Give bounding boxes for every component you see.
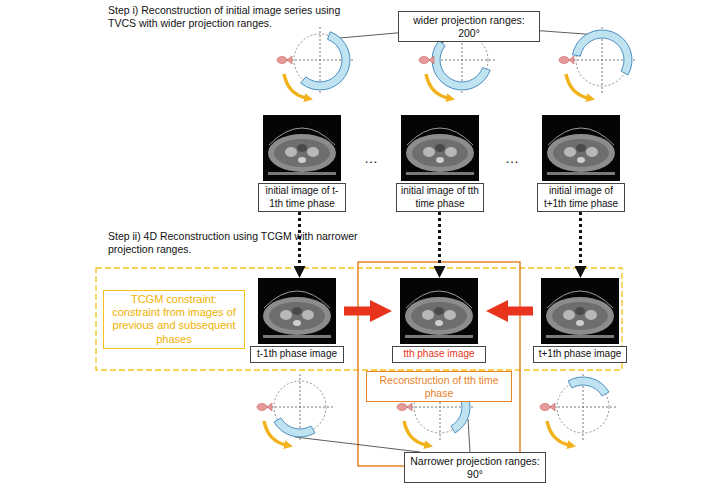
flow-arrow [438, 212, 441, 266]
rotation-arrow [284, 74, 306, 98]
image-caption-box: initial image of t-1th time phase [258, 183, 346, 212]
phase-label-box: Reconstruction of tth time phase [366, 371, 512, 402]
rotation-arrow [264, 421, 286, 445]
ellipsis: … [364, 150, 388, 168]
node-text: tth phase image [396, 348, 482, 361]
source-icon [569, 56, 574, 64]
node-text: initial image of tth time phase [400, 185, 480, 210]
ct-image [263, 115, 341, 181]
projection-arc [432, 41, 490, 90]
node-text: Reconstruction of tth time phase [371, 374, 507, 399]
phase-image: t+1th phase image [533, 278, 627, 363]
projection-arc [568, 377, 609, 396]
range-box: wider projection ranges: 200° [398, 11, 540, 42]
source-icon [257, 404, 267, 411]
rotation-arrow [566, 74, 588, 98]
ct-image [400, 278, 478, 344]
source-icon [429, 56, 434, 64]
source-icon [419, 57, 429, 64]
projection-arc [572, 30, 632, 75]
constraint-box: TCGM constraint: constraint from images … [103, 290, 245, 349]
rotation-arrow [547, 421, 569, 445]
gantry-diagram [559, 27, 635, 98]
phase-image: tth phase image [392, 278, 486, 363]
ct-image [541, 278, 619, 344]
source-icon [559, 57, 569, 64]
node-text: TCGM constraint: constraint from images … [108, 293, 240, 346]
image-caption-box: initial image of tth time phase [396, 183, 484, 212]
flow-arrow [579, 212, 582, 266]
source-icon [540, 404, 550, 411]
ct-image [542, 115, 620, 181]
node-text: Narrower projection ranges: 90° [409, 455, 541, 480]
ct-image [401, 115, 479, 181]
rotation-arrow [404, 421, 426, 445]
range-box: Narrower projection ranges: 90° [404, 452, 546, 483]
gantry-diagram [540, 374, 616, 445]
node-text: t+1th phase image [537, 348, 623, 361]
constraint-arrow [508, 307, 533, 316]
tcgm-region [96, 268, 622, 370]
ellipsis: … [505, 150, 529, 168]
step-heading: Step i) Reconstruction of initial image … [108, 4, 343, 30]
gantry-diagram [257, 374, 333, 445]
image-caption-box: tth phase image [392, 346, 486, 363]
node-text: initial image of t-1th time phase [262, 185, 342, 210]
image-caption-box: initial image of t+1th time phase [537, 183, 625, 212]
phase-image: t-1th phase image [250, 278, 344, 363]
constraint-arrow [344, 307, 370, 316]
source-icon [407, 403, 412, 411]
initial-image: initial image of tth time phase [396, 115, 484, 212]
node-text: wider projection ranges: 200° [403, 14, 535, 39]
projection-arc [274, 418, 315, 437]
rotation-arrow [426, 74, 448, 98]
image-caption-box: t-1th phase image [250, 346, 344, 363]
initial-image: initial image of t+1th time phase [537, 115, 625, 212]
gantry-diagram [277, 27, 353, 98]
phase-frame [358, 262, 520, 466]
projection-arc [301, 32, 350, 90]
step-heading: Step ii) 4D Reconstruction using TCGM wi… [108, 230, 358, 256]
ct-image [258, 278, 336, 344]
source-icon [277, 57, 287, 64]
node-text: t-1th phase image [254, 348, 340, 361]
source-icon [267, 403, 272, 411]
source-icon [397, 404, 407, 411]
source-icon [287, 56, 292, 64]
node-text: initial image of t+1th time phase [541, 185, 621, 210]
source-icon [550, 403, 555, 411]
initial-image: initial image of t-1th time phase [258, 115, 346, 212]
image-caption-box: t+1th phase image [533, 346, 627, 363]
